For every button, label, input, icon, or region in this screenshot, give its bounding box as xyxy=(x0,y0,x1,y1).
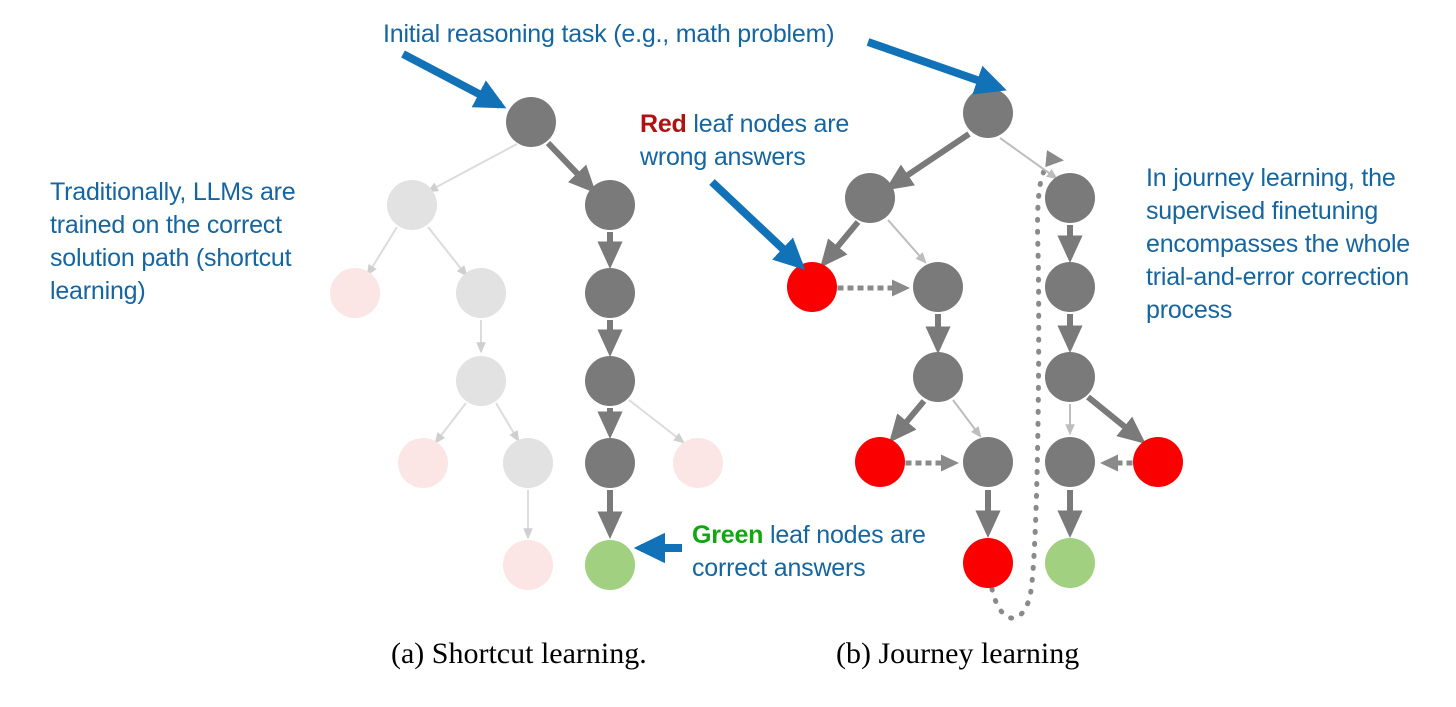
callout-arrow-root-left-icon xyxy=(401,50,507,109)
edge-faded xyxy=(427,226,468,277)
edge-faded xyxy=(434,402,467,444)
edge-faded xyxy=(495,402,520,443)
annotation-initial-task: Initial reasoning task (e.g., math probl… xyxy=(383,20,835,48)
annotation-red-legend: Red leaf nodes are wrong answers xyxy=(640,108,890,174)
node-wrong-answer[interactable] xyxy=(1133,437,1183,487)
node-faded-wrong[interactable] xyxy=(503,540,553,590)
annotation-shortcut-description: Traditionally, LLMs are trained on the c… xyxy=(50,178,296,305)
node-wrong-answer[interactable] xyxy=(963,538,1013,588)
node-faded[interactable] xyxy=(456,268,506,318)
node-faded-wrong[interactable] xyxy=(330,268,380,318)
edges-journey xyxy=(820,131,1146,539)
edge-strong xyxy=(885,131,971,191)
node-dark[interactable] xyxy=(1045,352,1095,402)
node-dark[interactable] xyxy=(913,352,963,402)
edge-strong xyxy=(820,220,861,268)
caption-journey-learning: (b) Journey learning xyxy=(836,637,1080,670)
edge-weak xyxy=(887,219,927,264)
red-legend-text: leaf nodes are wrong answers xyxy=(640,110,850,171)
node-dark[interactable] xyxy=(1045,262,1095,312)
node-dark[interactable] xyxy=(585,356,635,406)
caption-shortcut-learning: (a) Shortcut learning. xyxy=(391,637,647,670)
node-correct-answer[interactable] xyxy=(1045,538,1095,588)
node-faded-wrong[interactable] xyxy=(398,438,448,488)
green-legend-text: leaf nodes are correct answers xyxy=(692,521,926,582)
node-faded[interactable] xyxy=(456,356,506,406)
edge-faded xyxy=(628,399,685,444)
node-dark[interactable] xyxy=(585,438,635,488)
edge-weak xyxy=(999,137,1058,180)
edge-strong xyxy=(545,140,597,194)
annotation-green-legend: Green leaf nodes are correct answers xyxy=(692,519,982,585)
panel-shortcut-learning xyxy=(330,97,723,590)
edge-strong xyxy=(1086,394,1146,444)
edge-weak xyxy=(952,399,982,438)
node-wrong-answer[interactable] xyxy=(787,262,837,312)
edges-shortcut xyxy=(366,140,685,540)
callout-arrow-red-icon xyxy=(709,179,806,270)
panel-journey-learning xyxy=(787,88,1183,621)
node-dark[interactable] xyxy=(1045,437,1095,487)
node-root-shortcut[interactable] xyxy=(506,97,556,147)
node-correct-answer[interactable] xyxy=(585,540,635,590)
node-dark[interactable] xyxy=(913,262,963,312)
edge-faded xyxy=(426,143,518,193)
nodes-journey xyxy=(787,88,1183,588)
node-dark[interactable] xyxy=(845,173,895,223)
annotation-journey-description: In journey learning, the supervised fine… xyxy=(1146,164,1411,324)
node-faded-wrong[interactable] xyxy=(673,438,723,488)
node-faded[interactable] xyxy=(387,180,437,230)
edge-strong xyxy=(889,399,927,443)
node-root-journey[interactable] xyxy=(963,88,1013,138)
edge-faded xyxy=(366,226,398,277)
callout-arrows xyxy=(401,38,1007,564)
green-keyword: Green xyxy=(692,521,764,549)
node-faded[interactable] xyxy=(503,438,553,488)
node-dark[interactable] xyxy=(585,180,635,230)
nodes-shortcut xyxy=(330,97,723,590)
node-dark[interactable] xyxy=(1045,173,1095,223)
node-dark[interactable] xyxy=(585,268,635,318)
callout-arrow-root-right-icon xyxy=(866,38,1007,95)
node-wrong-answer[interactable] xyxy=(855,437,905,487)
node-dark[interactable] xyxy=(963,437,1013,487)
red-keyword: Red xyxy=(640,110,687,138)
